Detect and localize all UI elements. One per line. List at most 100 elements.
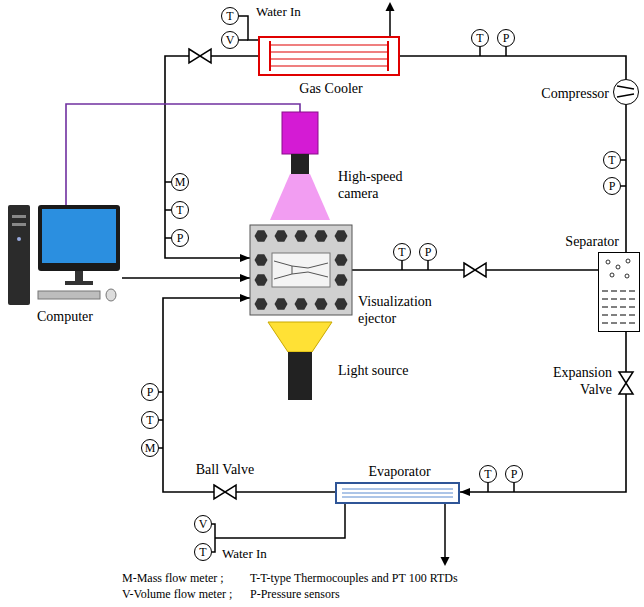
pipe-connector — [625, 105, 627, 252]
computer-tower — [8, 205, 30, 305]
sensor-letter: T — [146, 414, 153, 426]
pipe-connector — [400, 56, 626, 79]
pipe-valve — [189, 49, 211, 63]
component-label: Ball Valve — [180, 461, 270, 478]
monitor-screen — [42, 209, 116, 263]
sensor-circle: P — [171, 229, 189, 247]
component-label: Separator — [521, 233, 619, 250]
sensor-circle: T — [471, 29, 489, 47]
bolt-hexagon — [335, 230, 348, 241]
shape-drawing — [268, 322, 332, 400]
sensor-letter: P — [511, 468, 518, 480]
heat-exchanger-tube — [270, 65, 388, 66]
heat-exchanger-tube — [342, 497, 453, 498]
bolt-hexagon — [295, 298, 308, 309]
sensor-tap — [488, 483, 514, 492]
sensor-letter: T — [176, 204, 183, 216]
vapor-bubble — [606, 260, 610, 264]
shape-drawing — [337, 484, 458, 502]
sensor-circle: T — [221, 7, 239, 25]
sensor-letter: T — [608, 154, 615, 166]
tube-plate — [387, 41, 389, 71]
sensor-circle: T — [194, 543, 212, 561]
valve-bowtie — [619, 372, 633, 394]
pipe-connector — [625, 332, 627, 372]
sensor-circle: V — [221, 31, 239, 49]
sensor-letter: P — [147, 386, 154, 398]
sensor-circle: M — [171, 173, 189, 191]
bolt-hexagon — [275, 298, 288, 309]
sensor-circle: T — [171, 201, 189, 219]
nozzle-outline — [274, 261, 292, 279]
expansion-valve-symbol: Expansion Valve — [619, 372, 633, 394]
shape-drawing — [599, 253, 639, 331]
legend-text: V-Volume flow meter ; — [122, 587, 232, 602]
shape-drawing — [270, 112, 330, 222]
sensor-circle: P — [497, 29, 515, 47]
heat-exchanger-tube — [270, 44, 388, 45]
sensor-circle: M — [141, 439, 159, 457]
liquid-level — [602, 299, 635, 300]
component-label: Light source — [338, 362, 428, 379]
compressor-line — [617, 86, 634, 89]
separator-tank: Separator — [598, 252, 640, 332]
water-pipe — [444, 504, 446, 558]
liquid-level — [602, 307, 635, 308]
drive-slot — [12, 215, 26, 218]
sensor-circle: P — [603, 177, 621, 195]
ejector-plate — [250, 225, 352, 315]
evaporator-exchanger: Evaporator — [335, 482, 460, 504]
legend-text: M-Mass flow meter ; — [122, 571, 224, 586]
water-inlet-label: Water In — [256, 4, 301, 19]
light-reflector — [268, 322, 332, 352]
sensor-tap — [402, 261, 428, 270]
water-pipe — [239, 16, 258, 40]
pipe-connector — [236, 491, 335, 493]
sensor-circle: T — [141, 411, 159, 429]
gas-cooler: Gas Cooler — [258, 36, 400, 76]
legend-text: P-Pressure sensors — [250, 587, 340, 602]
component-label: Expansion Valve — [532, 364, 612, 398]
keyboard — [38, 291, 100, 299]
bolt-hexagon — [315, 230, 328, 241]
shape-drawing — [250, 225, 352, 315]
vapor-bubble — [610, 273, 614, 277]
mouse — [106, 289, 116, 301]
sensor-letter: T — [484, 468, 491, 480]
bolt-hexagon — [275, 230, 288, 241]
vapor-bubble — [616, 265, 620, 269]
valve-bowtie — [214, 485, 236, 499]
bolt-hexagon — [255, 274, 268, 285]
mixing-chamber-outline — [292, 263, 328, 277]
sensor-letter: M — [175, 176, 186, 188]
pipe-connector — [122, 277, 250, 279]
compressor-line — [617, 94, 634, 97]
bolt-hexagon — [295, 230, 308, 241]
sensor-letter: P — [609, 180, 616, 192]
drive-slot — [12, 223, 26, 226]
component-label: Computer — [8, 308, 122, 325]
component-label: High-speed camera — [338, 168, 418, 202]
heat-exchanger-tube — [270, 58, 388, 59]
monitor-base — [65, 281, 93, 285]
component-label: Evaporator — [337, 463, 462, 480]
monitor-stand — [75, 271, 83, 281]
water-pipe — [212, 504, 345, 552]
ejector-body: Visualization ejector — [250, 225, 352, 315]
water-pipe — [389, 10, 391, 36]
component-label: Gas Cooler — [260, 80, 402, 97]
liquid-level — [602, 315, 635, 316]
signal-cable — [66, 104, 300, 205]
flow-arrow — [386, 2, 395, 11]
sensor-circle: T — [393, 243, 411, 261]
shape-drawing — [8, 205, 122, 305]
vapor-bubble — [626, 259, 630, 263]
water-inlet-label: Water In — [222, 546, 267, 561]
monitor-frame — [38, 205, 120, 271]
pipe-valve — [464, 263, 486, 277]
component-label: Visualization ejector — [358, 293, 450, 327]
shape-drawing — [614, 80, 638, 104]
pipe-connector — [165, 56, 258, 258]
sight-window — [272, 253, 330, 287]
